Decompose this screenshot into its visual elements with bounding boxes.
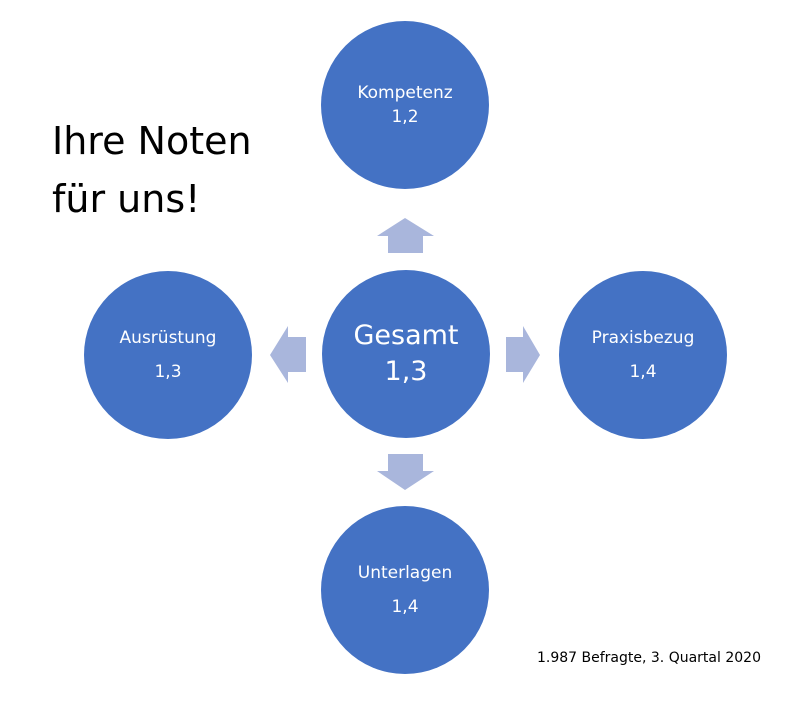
arrow-down-icon bbox=[377, 454, 434, 490]
arrow-right-icon bbox=[506, 326, 540, 383]
node-label: Gesamt bbox=[353, 320, 459, 351]
node-value: 1,2 bbox=[391, 107, 419, 127]
node-value: 1,3 bbox=[154, 362, 182, 382]
footnote: 1.987 Befragte, 3. Quartal 2020 bbox=[537, 650, 761, 666]
headline-line-2: für uns! bbox=[52, 177, 201, 221]
node-label: Kompetenz bbox=[357, 83, 453, 103]
headline-line-1: Ihre Noten bbox=[52, 119, 252, 163]
node-unterlagen: Unterlagen 1,4 bbox=[321, 506, 489, 674]
node-kompetenz: Kompetenz 1,2 bbox=[321, 21, 489, 189]
node-gesamt: Gesamt 1,3 bbox=[322, 270, 490, 438]
headline: Ihre Noten für uns! bbox=[52, 112, 252, 228]
arrow-left-icon bbox=[270, 326, 306, 383]
node-label: Ausrüstung bbox=[119, 328, 217, 348]
node-label: Unterlagen bbox=[357, 563, 453, 583]
node-ausruestung: Ausrüstung 1,3 bbox=[84, 271, 252, 439]
node-value: 1,3 bbox=[384, 356, 428, 387]
node-praxisbezug: Praxisbezug 1,4 bbox=[559, 271, 727, 439]
node-label: Praxisbezug bbox=[591, 328, 695, 348]
node-value: 1,4 bbox=[629, 362, 657, 382]
arrow-up-icon bbox=[377, 218, 434, 253]
node-value: 1,4 bbox=[391, 597, 419, 617]
